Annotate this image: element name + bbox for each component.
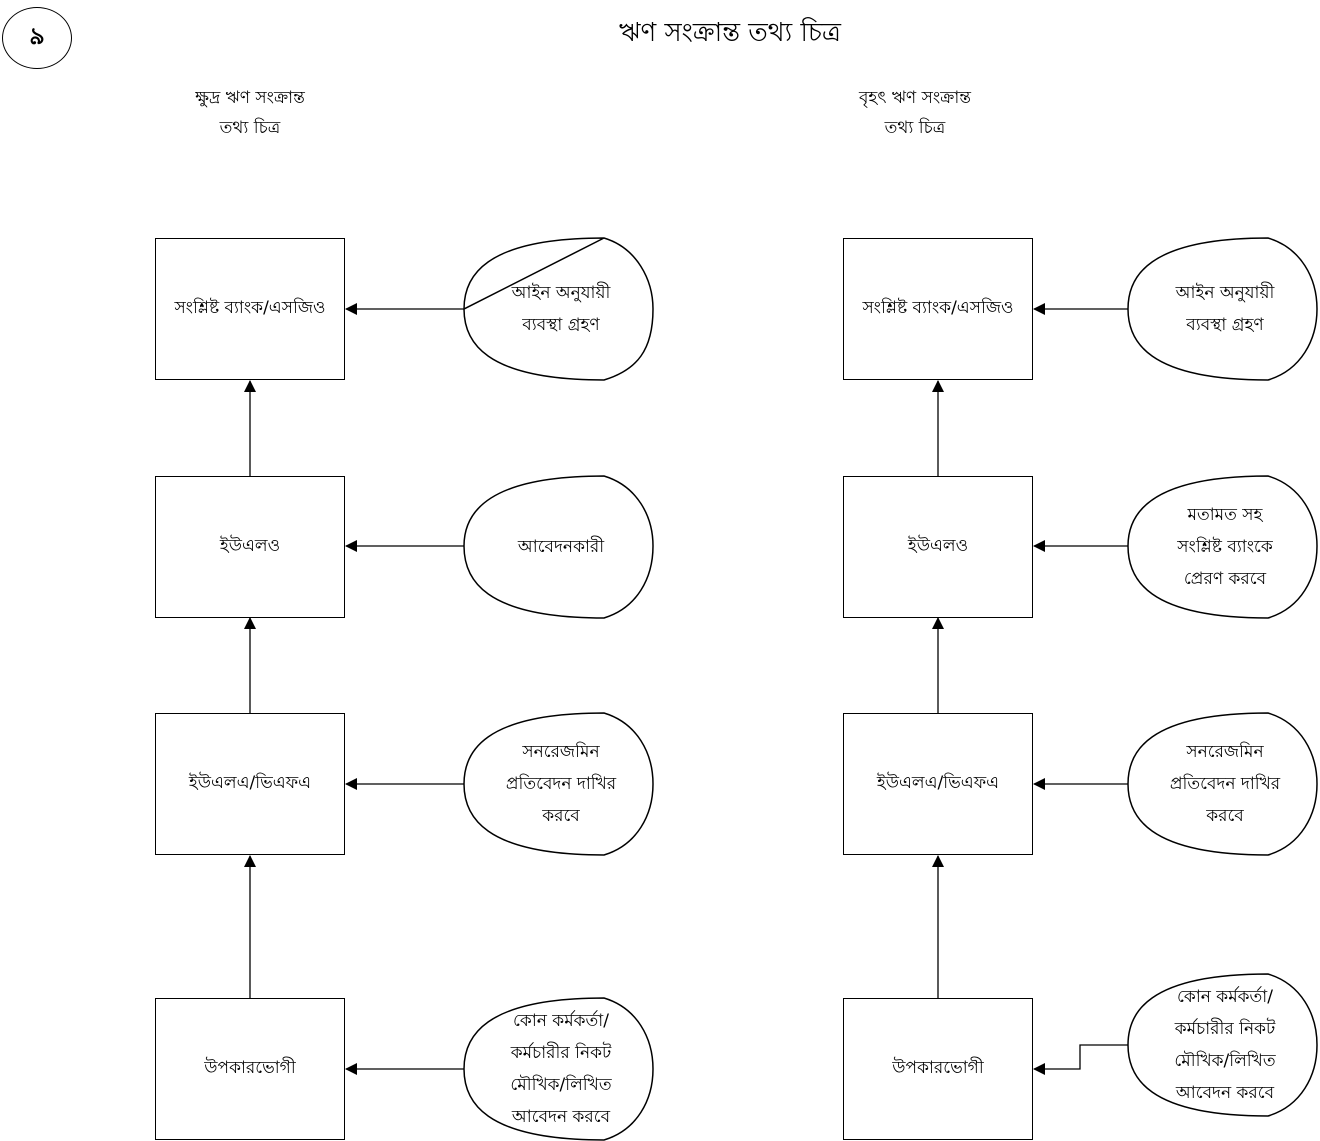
right-note-4: কোন কর্মকর্তা/ কর্মচারীর নিকট মৌখিক/লিখি… <box>1174 987 1276 1103</box>
note-shape-right-4 <box>1127 973 1318 1117</box>
right-note-2: মতামত সহ সংশ্লিষ্ট ব্যাংকে প্রেরণ করবে <box>1177 505 1273 589</box>
note-shape-right-3 <box>1127 712 1318 856</box>
left-subtitle-line1: ক্ষুদ্র ঋণ সংক্রান্ত <box>195 88 305 108</box>
left-box-ula: ইউএলএ/ভিএফএ <box>155 713 345 855</box>
page-number-badge: ৯ <box>2 7 72 69</box>
right-subtitle-line1: বৃহৎ ঋণ সংক্রান্ত <box>858 88 972 108</box>
right-box-beneficiary: উপকারভোগী <box>843 998 1033 1140</box>
left-box-bank: সংশ্লিষ্ট ব্যাংক/এসজিও <box>155 238 345 380</box>
right-subtitle-line2: তথ্য চিত্র <box>884 118 946 138</box>
right-box-bank: সংশ্লিষ্ট ব্যাংক/এসজিও <box>843 238 1033 380</box>
left-subtitle: ক্ষুদ্র ঋণ সংক্রান্ত তথ্য চিত্র <box>140 83 360 143</box>
left-note-3: সনরেজমিন প্রতিবেদন দাখির করবে <box>505 742 617 826</box>
note-shape-right-2 <box>1127 475 1318 619</box>
arrow-right-h4 <box>1033 1044 1128 1075</box>
right-subtitle: বৃহৎ ঋণ সংক্রান্ত তথ্য চিত্র <box>805 83 1025 143</box>
left-note-2: আবেদনকারী <box>517 537 605 557</box>
left-box-beneficiary: উপকারভোগী <box>155 998 345 1140</box>
right-note-1: আইন অনুযায়ী ব্যবস্থা গ্রহণ <box>1175 283 1275 335</box>
note-shape-right-1 <box>1127 237 1318 381</box>
note-shape-left-4 <box>463 997 654 1141</box>
left-box-ulo: ইউএলও <box>155 476 345 618</box>
left-subtitle-line2: তথ্য চিত্র <box>219 118 281 138</box>
note-shape-left-1 <box>463 237 654 381</box>
right-box-ulo: ইউএলও <box>843 476 1033 618</box>
left-note-4: কোন কর্মকর্তা/ কর্মচারীর নিকট মৌখিক/লিখি… <box>510 1011 612 1127</box>
left-note-1: আইন অনুযায়ী ব্যবস্থা গ্রহণ <box>511 283 611 335</box>
note-shape-left-2 <box>463 475 654 619</box>
note-shape-left-3 <box>463 712 654 856</box>
right-box-ula: ইউএলএ/ভিএফএ <box>843 713 1033 855</box>
page-title: ঋণ সংক্রান্ত তথ্য চিত্র <box>618 18 842 48</box>
right-note-3: সনরেজমিন প্রতিবেদন দাখির করবে <box>1169 742 1281 826</box>
